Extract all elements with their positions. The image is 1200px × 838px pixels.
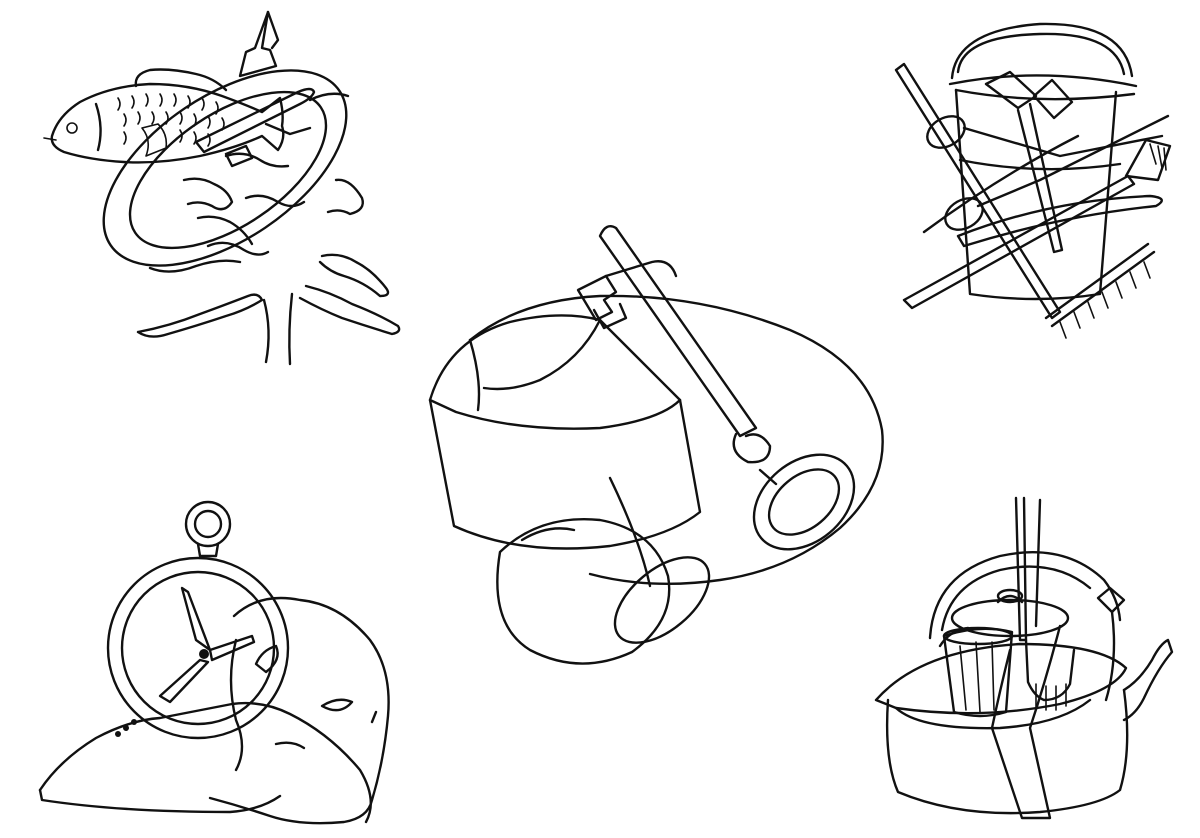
mitten-icon <box>208 596 390 825</box>
kettle-pan-figure <box>874 496 1174 820</box>
key-icon <box>576 260 678 330</box>
bucket-tools-figure <box>894 22 1172 339</box>
shoe-icon <box>38 701 372 824</box>
teapot-icon <box>885 551 1174 815</box>
glass-icon <box>942 626 1014 718</box>
brush-icon <box>902 138 1172 310</box>
knife-icon <box>194 87 350 168</box>
fish-icon <box>43 68 285 164</box>
fir-tree-icon <box>136 10 401 366</box>
clock-shoe-glove-figure <box>38 500 390 825</box>
scissors-icon <box>922 114 1170 234</box>
fork-icon <box>1014 496 1076 711</box>
vacuum-cleaner-icon <box>468 225 884 586</box>
vacuum-cleaner-figure <box>428 225 884 665</box>
fish-tree-plate-figure <box>43 10 401 366</box>
spatula-icon <box>990 624 1062 820</box>
bucket-icon <box>948 22 1138 301</box>
lampshade-icon <box>428 314 702 550</box>
plate-icon <box>102 69 348 273</box>
kettlebell-icon <box>496 476 711 665</box>
pocket-watch-icon <box>106 500 290 740</box>
knife-icon <box>956 194 1163 248</box>
